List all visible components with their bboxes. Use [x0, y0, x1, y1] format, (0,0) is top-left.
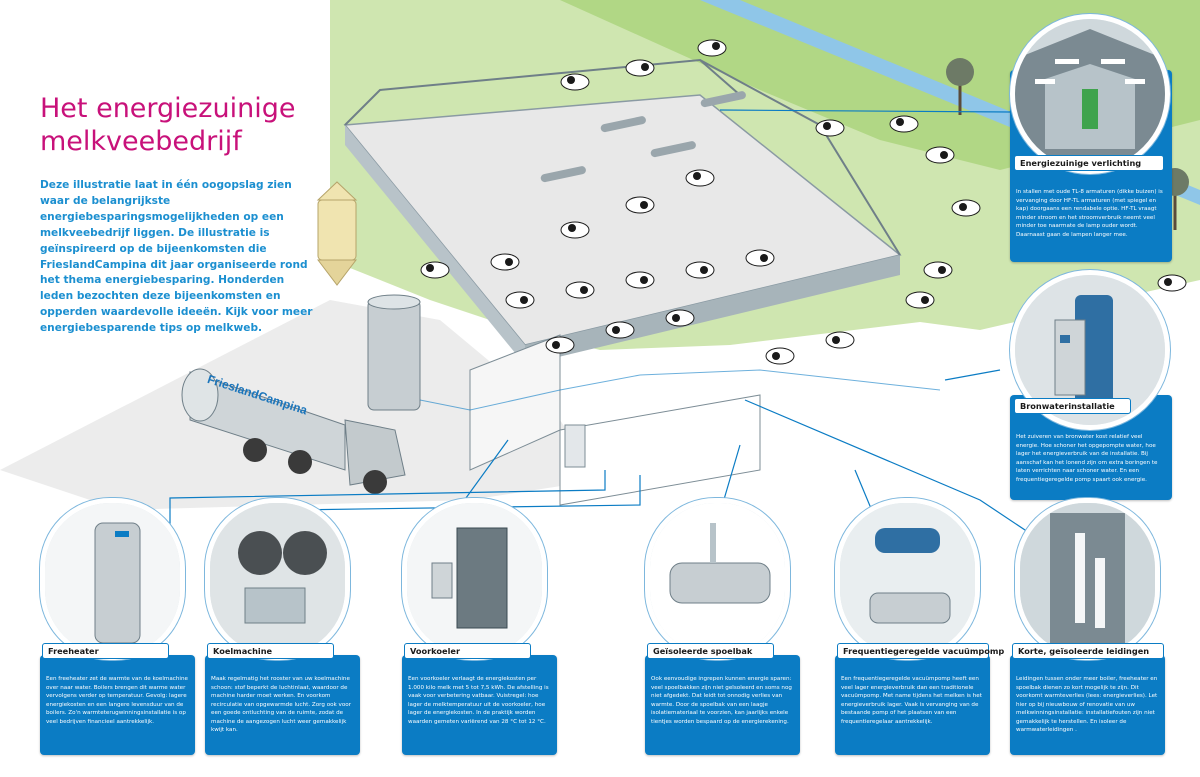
feed-silo-cone: [316, 259, 358, 286]
vacuumpomp-tag: Frequentiegeregelde vacuümpomp: [837, 643, 1004, 659]
leidingen-illustration: [1015, 498, 1160, 660]
barn-front-wall: [345, 125, 525, 365]
bronwater-tag: Bronwaterinstallatie: [1014, 398, 1131, 414]
cows: [420, 39, 1187, 365]
milk-tank-top: [367, 294, 421, 310]
panel-leidingen: Leidingen tussen onder meer boiler, free…: [1010, 655, 1165, 755]
koelmachine-illustration: [205, 498, 350, 660]
panel-verlichting-text: In stallen met oude TL-8 armaturen (dikk…: [1016, 189, 1163, 238]
panel-bronwater-text: Het zuiveren van bronwater kost relatief…: [1016, 434, 1158, 483]
pipe-line: [419, 369, 941, 411]
light-tube: [540, 166, 586, 183]
panel-freeheater-text: Een freeheater zet de warmte van de koel…: [46, 676, 188, 725]
koelmachine-tag-label: Koelmachine: [213, 646, 273, 656]
panel-voorkoeler-text: Een voorkoeler verlaagt de energiekosten…: [408, 676, 549, 725]
milking-room-wall-front: [559, 394, 761, 506]
milking-room-door: [564, 424, 586, 468]
koelmachine-tag: Koelmachine: [207, 643, 334, 659]
verlichting-tag: Energiezuinige verlichting: [1014, 155, 1164, 171]
milk-truck: [181, 368, 406, 494]
voorkoeler-illustration: [402, 498, 547, 660]
verlichting-tag-label: Energiezuinige verlichting: [1020, 158, 1142, 168]
panel-koelmachine: Maak regelmatig het rooster van uw koelm…: [205, 655, 360, 755]
voorkoeler-tag-label: Voorkoeler: [410, 646, 460, 656]
feed-silo: [317, 199, 357, 261]
leidingen-tag-label: Korte, geïsoleerde leidingen: [1018, 646, 1150, 656]
spoelbak-illustration: [645, 498, 790, 660]
leidingen-tag: Korte, geïsoleerde leidingen: [1012, 643, 1164, 659]
vacuumpomp-tag-label: Frequentiegeregelde vacuümpomp: [843, 646, 1005, 656]
milk-tank: [367, 299, 421, 411]
panel-spoelbak-text: Ook eenvoudige ingrepen kunnen energie s…: [651, 676, 792, 725]
panel-vacuumpomp: Een frequentiegeregelde vacuümpomp heeft…: [835, 655, 990, 755]
voorkoeler-tag: Voorkoeler: [404, 643, 531, 659]
title-line-2: melkveebedrijf: [40, 126, 242, 157]
panel-vacuumpomp-text: Een frequentiegeregelde vacuümpomp heeft…: [841, 676, 982, 725]
freeheater-illustration: [40, 498, 185, 660]
light-tube: [700, 91, 746, 108]
freeheater-tag-label: Freeheater: [48, 646, 99, 656]
intro-text: Deze illustratie laat in één oogopslag z…: [40, 179, 313, 335]
title-line-1: Het energiezuinige: [40, 93, 296, 124]
panel-koelmachine-text: Maak regelmatig het rooster van uw koelm…: [211, 676, 352, 733]
page-title: Het energiezuinige melkveebedrijf: [40, 92, 370, 158]
verlichting-illustration: [1010, 14, 1170, 174]
bronwater-tag-label: Bronwaterinstallatie: [1020, 401, 1115, 411]
vacuumpomp-illustration: [835, 498, 980, 660]
spoelbak-tag: Geïsoleerde spoelbak: [647, 643, 774, 659]
feed-silo-top: [316, 181, 358, 201]
light-tube: [650, 141, 696, 158]
panel-voorkoeler: Een voorkoeler verlaagt de energiekosten…: [402, 655, 557, 755]
barn-roof-frame: [344, 58, 741, 126]
panel-freeheater: Een freeheater zet de warmte van de koel…: [40, 655, 195, 755]
spoelbak-tag-label: Geïsoleerde spoelbak: [653, 646, 753, 656]
panel-leidingen-text: Leidingen tussen onder meer boiler, free…: [1016, 676, 1158, 733]
freeheater-tag: Freeheater: [42, 643, 169, 659]
light-tube: [600, 116, 646, 133]
yard: [0, 300, 600, 510]
panel-spoelbak: Ook eenvoudige ingrepen kunnen energie s…: [645, 655, 800, 755]
